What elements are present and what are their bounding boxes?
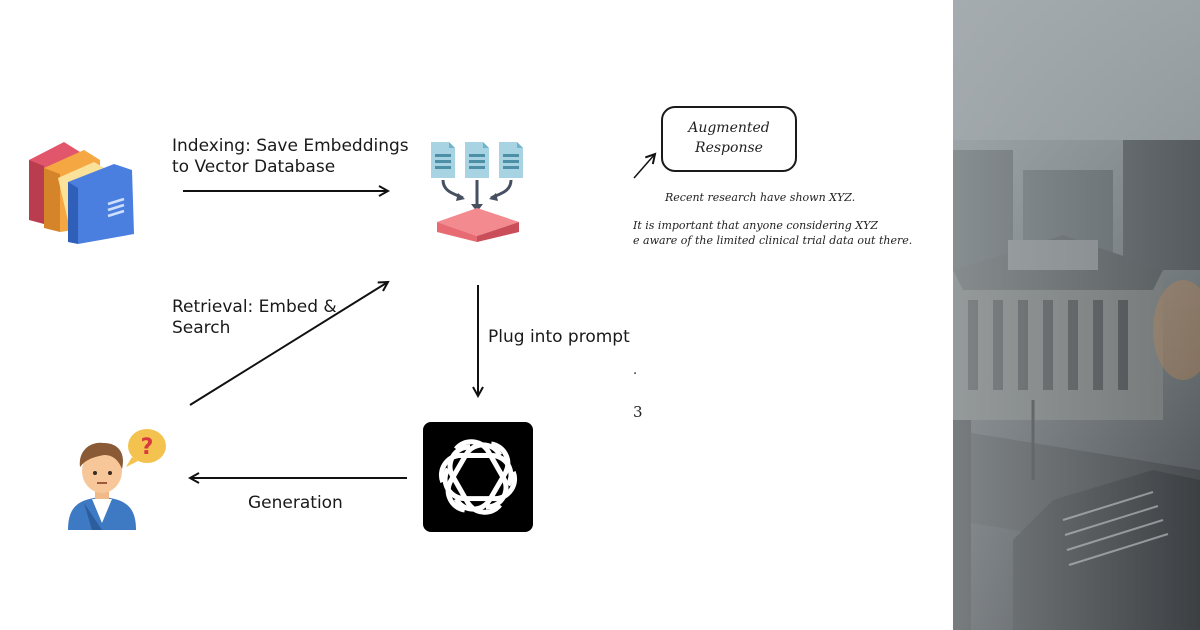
vector-database-icon [431, 142, 523, 242]
foggy-city-photo [953, 0, 1200, 630]
confused-user-icon: ? [68, 429, 166, 530]
augmented-title-line2: Response [695, 140, 763, 156]
indexing-label: Indexing: Save Embeddings to Vector Data… [172, 136, 409, 177]
response-line-1: Recent research have shown XYZ. [665, 191, 856, 204]
response-fragment-2: 3 [633, 403, 643, 421]
svg-text:?: ? [141, 435, 154, 460]
connectors-layer [183, 0, 953, 630]
response-line-2: It is important that anyone considering … [633, 219, 879, 232]
plug-label: Plug into prompt [488, 327, 630, 347]
augmented-title-line1: Augmented [688, 120, 770, 136]
response-fragment-1: . [633, 363, 638, 378]
retrieval-label: Retrieval: Embed & Search [172, 297, 337, 338]
augmented-arrow [633, 154, 655, 179]
openai-logo-icon [423, 422, 533, 532]
documents-folders-icon [29, 142, 134, 244]
generation-label: Generation [248, 493, 343, 513]
augmented-text-area: Recent research have shown XYZ. It is im… [633, 185, 943, 425]
question-bubble [128, 429, 166, 463]
retrieval-arrow [189, 282, 388, 406]
response-line-3: e aware of the limited clinical trial da… [633, 234, 913, 247]
augmented-response-box: Augmented Response [661, 106, 797, 172]
